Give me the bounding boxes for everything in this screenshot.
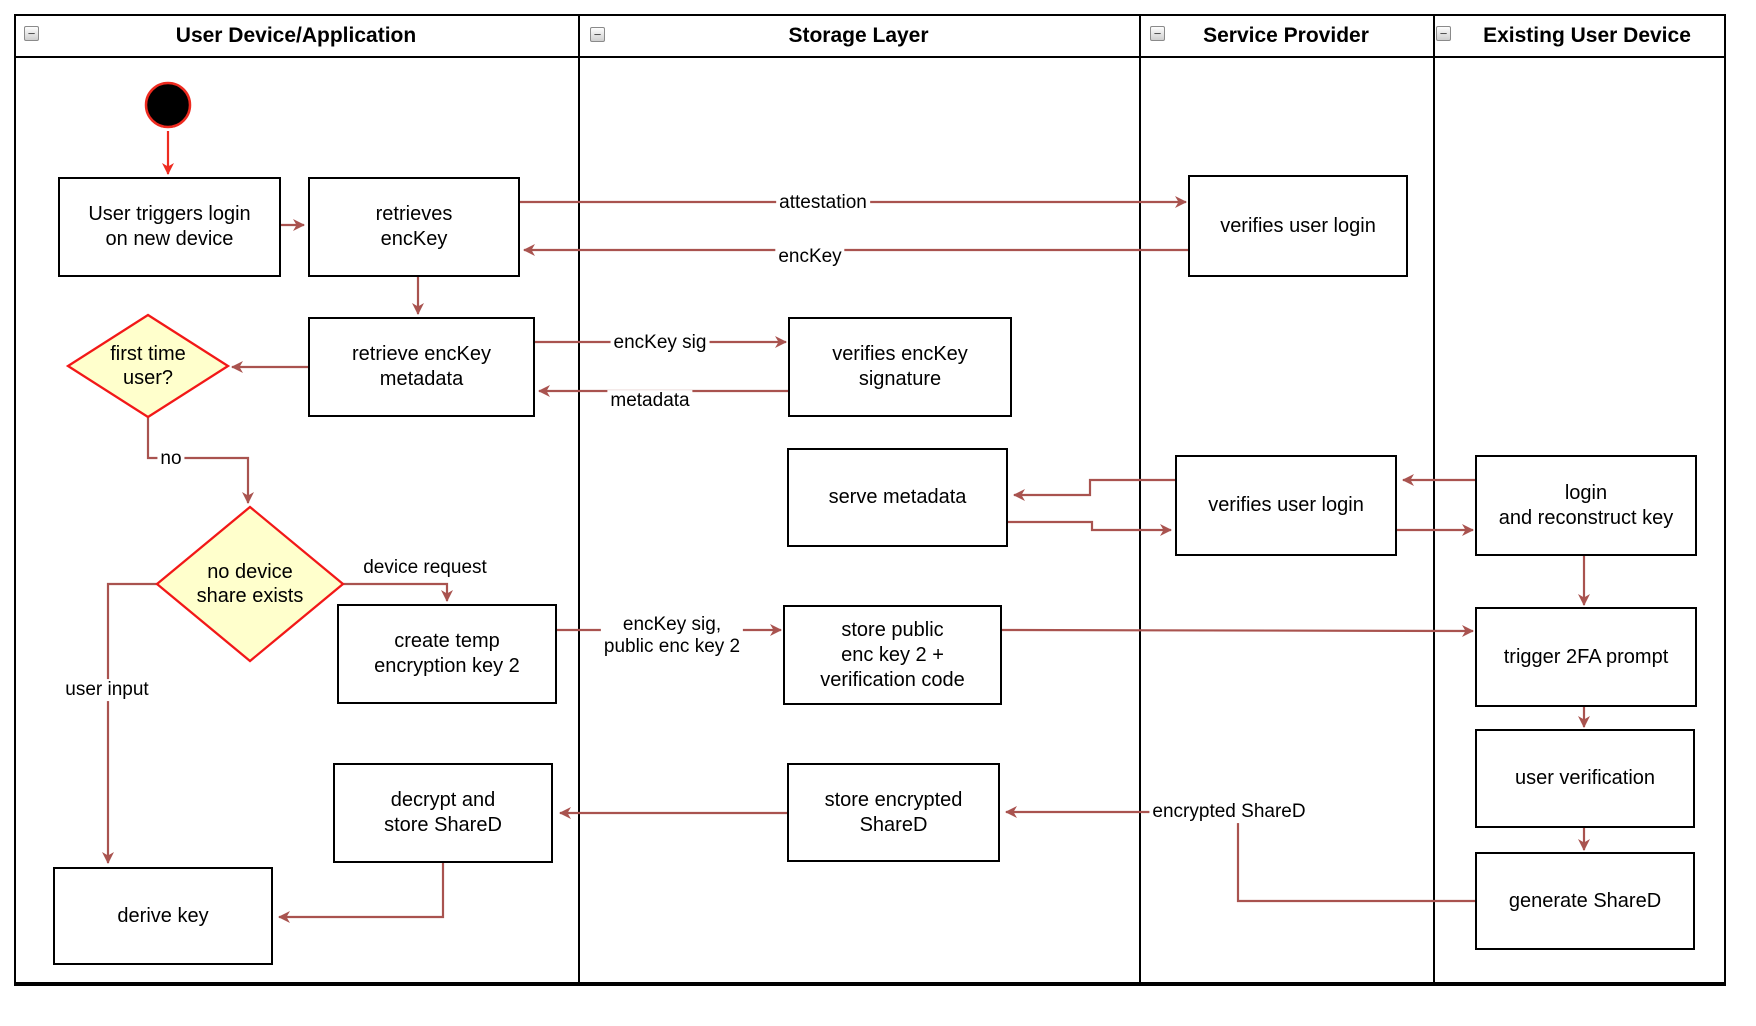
edge-label-user-input: user input bbox=[62, 679, 152, 701]
node-trigger-2fa-prompt[interactable]: trigger 2FA prompt bbox=[1475, 607, 1697, 707]
node-create-temp-encryption-key-2[interactable]: create temp encryption key 2 bbox=[337, 604, 557, 704]
lane-divider-2 bbox=[1139, 14, 1141, 986]
node-verifies-user-login-2[interactable]: verifies user login bbox=[1175, 455, 1397, 556]
node-verifies-user-login-1[interactable]: verifies user login bbox=[1188, 175, 1408, 277]
collapse-lane-icon[interactable]: − bbox=[24, 26, 39, 41]
collapse-lane-icon[interactable]: − bbox=[1150, 26, 1165, 41]
collapse-lane-icon[interactable]: − bbox=[590, 27, 605, 42]
lane-divider-1 bbox=[578, 14, 580, 986]
node-decrypt-and-store-shared[interactable]: decrypt and store ShareD bbox=[333, 763, 553, 863]
lane-title-existing-user-device: Existing User Device bbox=[1483, 24, 1691, 47]
node-store-encrypted-shared[interactable]: store encrypted ShareD bbox=[787, 763, 1000, 862]
node-derive-key[interactable]: derive key bbox=[53, 867, 273, 965]
edge-label-enckey: encKey bbox=[775, 246, 845, 268]
lane-title-service-provider: Service Provider bbox=[1203, 24, 1369, 47]
collapse-lane-icon[interactable]: − bbox=[1436, 26, 1451, 41]
diagram-frame bbox=[14, 14, 1726, 986]
header-divider bbox=[14, 56, 1726, 58]
lane-title-storage-layer: Storage Layer bbox=[788, 24, 929, 47]
edge-label-device-request: device request bbox=[360, 557, 490, 579]
node-store-public-enc-key-2[interactable]: store public enc key 2 + verification co… bbox=[783, 605, 1002, 705]
lane-title-user-device: User Device/Application bbox=[175, 24, 417, 47]
edge-label-metadata: metadata bbox=[607, 390, 693, 412]
node-login-and-reconstruct-key[interactable]: login and reconstruct key bbox=[1475, 455, 1697, 556]
node-user-triggers-login[interactable]: User triggers login on new device bbox=[58, 177, 281, 277]
edge-label-enckey-sig-public: encKey sig, public enc key 2 bbox=[600, 614, 744, 658]
edge-label-encrypted-shared: encrypted ShareD bbox=[1149, 801, 1309, 823]
node-user-verification[interactable]: user verification bbox=[1475, 729, 1695, 828]
lane-divider-3 bbox=[1433, 14, 1435, 986]
edge-label-enckey-sig: encKey sig bbox=[610, 332, 710, 354]
node-generate-shared[interactable]: generate ShareD bbox=[1475, 852, 1695, 950]
node-verifies-enckey-signature[interactable]: verifies encKey signature bbox=[788, 317, 1012, 417]
node-retrieves-enckey[interactable]: retrieves encKey bbox=[308, 177, 520, 277]
edge-label-no: no bbox=[157, 448, 185, 470]
node-serve-metadata[interactable]: serve metadata bbox=[787, 448, 1008, 547]
node-retrieve-enckey-metadata[interactable]: retrieve encKey metadata bbox=[308, 317, 535, 417]
edge-label-attestation: attestation bbox=[776, 192, 870, 214]
